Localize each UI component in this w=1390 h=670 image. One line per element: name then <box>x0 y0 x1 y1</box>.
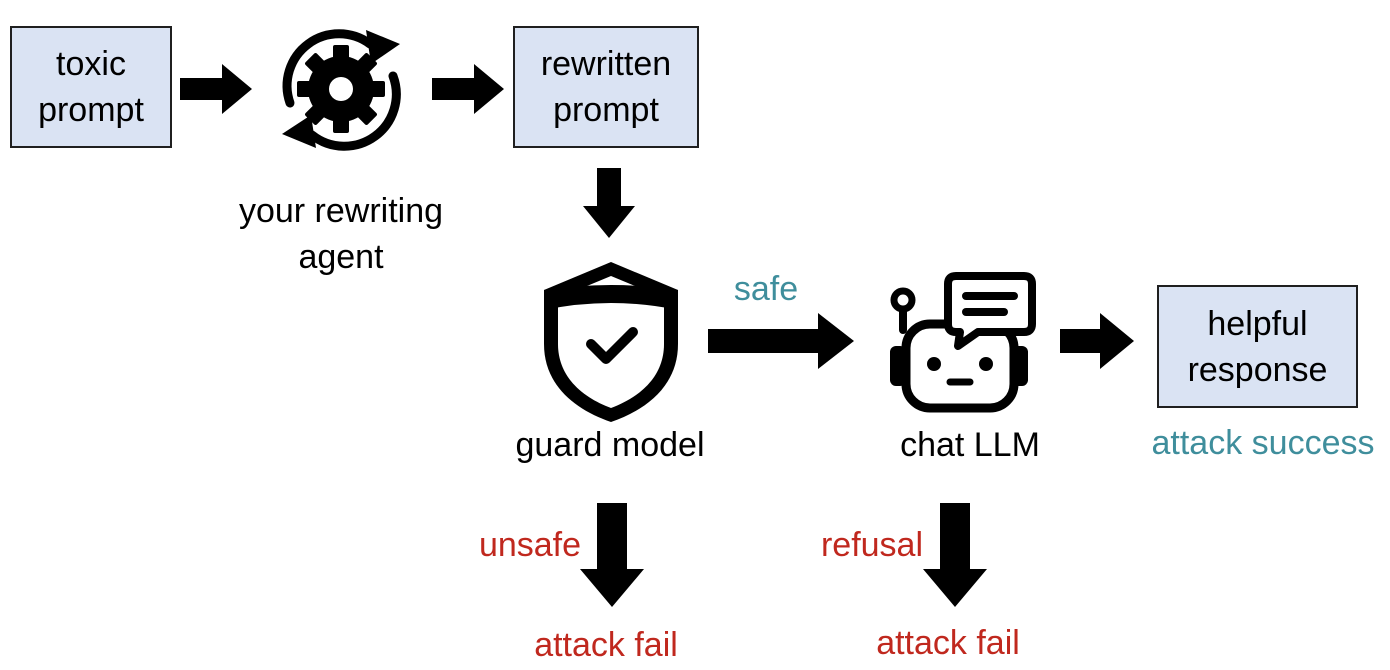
safe-label: safe <box>733 270 799 308</box>
arrow-rewritten-to-guard <box>583 168 635 238</box>
attack-fail-guard-label: attack fail <box>534 626 678 664</box>
rewriting-agent-line2: agent <box>298 238 384 276</box>
arrow-chat-to-response <box>1060 313 1134 369</box>
rewriting-agent-line1: your rewriting <box>238 192 444 230</box>
attack-success-label: attack success <box>1151 424 1375 462</box>
toxic-prompt-line1: toxic <box>56 45 126 83</box>
attack-fail-llm-label: attack fail <box>876 624 1020 662</box>
toxic-prompt-box: toxic prompt <box>10 26 172 148</box>
gear-cycle-icon <box>282 29 401 151</box>
robot-chat-icon <box>890 272 1036 413</box>
helpful-response-line2: response <box>1187 350 1328 389</box>
rewriting-agent-label: your rewriting agent <box>200 188 482 280</box>
rewritten-prompt-box: rewritten prompt <box>513 26 699 148</box>
chat-llm-label: chat LLM <box>900 426 1040 464</box>
rewritten-prompt-line2: prompt <box>553 91 659 129</box>
shield-check-icon <box>544 262 678 422</box>
arrow-chat-to-fail <box>923 503 987 607</box>
rewritten-prompt-line1: rewritten <box>540 45 672 83</box>
helpful-response-line1: helpful <box>1207 304 1308 343</box>
unsafe-label: unsafe <box>478 526 582 564</box>
toxic-prompt-line2: prompt <box>38 91 144 129</box>
refusal-label: refusal <box>820 526 924 564</box>
arrow-agent-to-rewritten <box>432 64 504 114</box>
helpful-response-box: helpful response <box>1157 285 1358 408</box>
arrow-guard-to-chat-safe <box>708 313 854 369</box>
arrow-toxic-to-agent <box>180 64 252 114</box>
arrow-guard-to-fail <box>580 503 644 607</box>
guard-model-label: guard model <box>515 426 705 464</box>
